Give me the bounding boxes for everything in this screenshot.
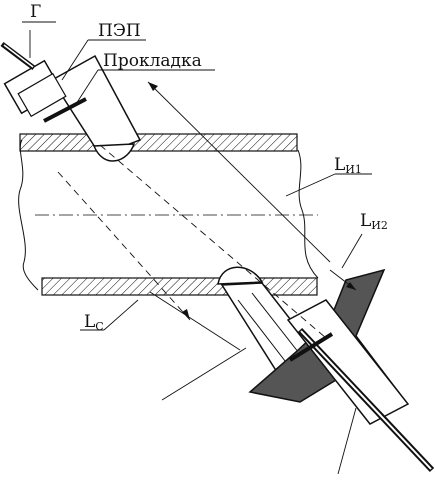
label-l-i1-main: L: [334, 155, 345, 175]
upper-nut-inner: [17, 72, 67, 118]
pipe-top-wall: [19, 133, 298, 152]
label-gamma: Г: [30, 2, 41, 22]
dim-li1-dashed: [99, 144, 327, 339]
label-l-c: LС: [84, 312, 104, 333]
label-l-i2: LИ2: [360, 211, 388, 232]
upper-gasket: [43, 97, 87, 123]
labels: Г ПЭП Прокладка LИ1 LИ2 LС: [30, 2, 388, 333]
lower-gasket: [288, 332, 334, 362]
dim-li1-arrow-line: [147, 81, 331, 263]
leader-bottom-left: [161, 347, 247, 401]
label-l-i1: LИ1: [334, 155, 362, 176]
pipe-break-left: [18, 139, 39, 291]
label-l-c-main: L: [84, 312, 95, 332]
upper-lens: [92, 143, 136, 162]
dim-lc-extension: [149, 291, 241, 351]
leader-gasket: [75, 69, 99, 105]
dim-li1-arrowhead-top: [148, 82, 158, 91]
label-pep: ПЭП: [98, 21, 141, 41]
leader-pep: [61, 39, 89, 81]
dim-li2-arrowhead: [346, 282, 356, 290]
leader-bottom-right: [337, 407, 357, 475]
pipe-bottom-wall: [41, 277, 318, 296]
pipe: [18, 133, 319, 296]
leader-lc: [103, 299, 139, 331]
pipe-break-right: [297, 149, 319, 279]
label-gasket: Прокладка: [103, 51, 202, 71]
label-l-i1-sub: И1: [345, 163, 362, 176]
lower-lens: [217, 266, 264, 285]
upper-transducer: [0, 42, 142, 162]
lower-transducer: [217, 266, 435, 473]
label-l-c-sub: С: [95, 320, 103, 333]
lower-sleeve-inner-1: [237, 299, 293, 371]
upper-rod-core: [3, 44, 34, 68]
label-l-i2-main: L: [360, 211, 371, 231]
dim-lc-arrowhead: [182, 309, 190, 320]
dim-lc-dashed: [57, 171, 191, 321]
leader-li2: [341, 233, 363, 269]
dimension-lines: [22, 21, 372, 475]
lower-clamp: [286, 299, 410, 425]
label-l-i2-sub: И2: [371, 219, 388, 232]
lower-rod-core: [300, 330, 432, 470]
upper-sleeve: [50, 54, 142, 156]
leader-li1: [285, 173, 336, 197]
